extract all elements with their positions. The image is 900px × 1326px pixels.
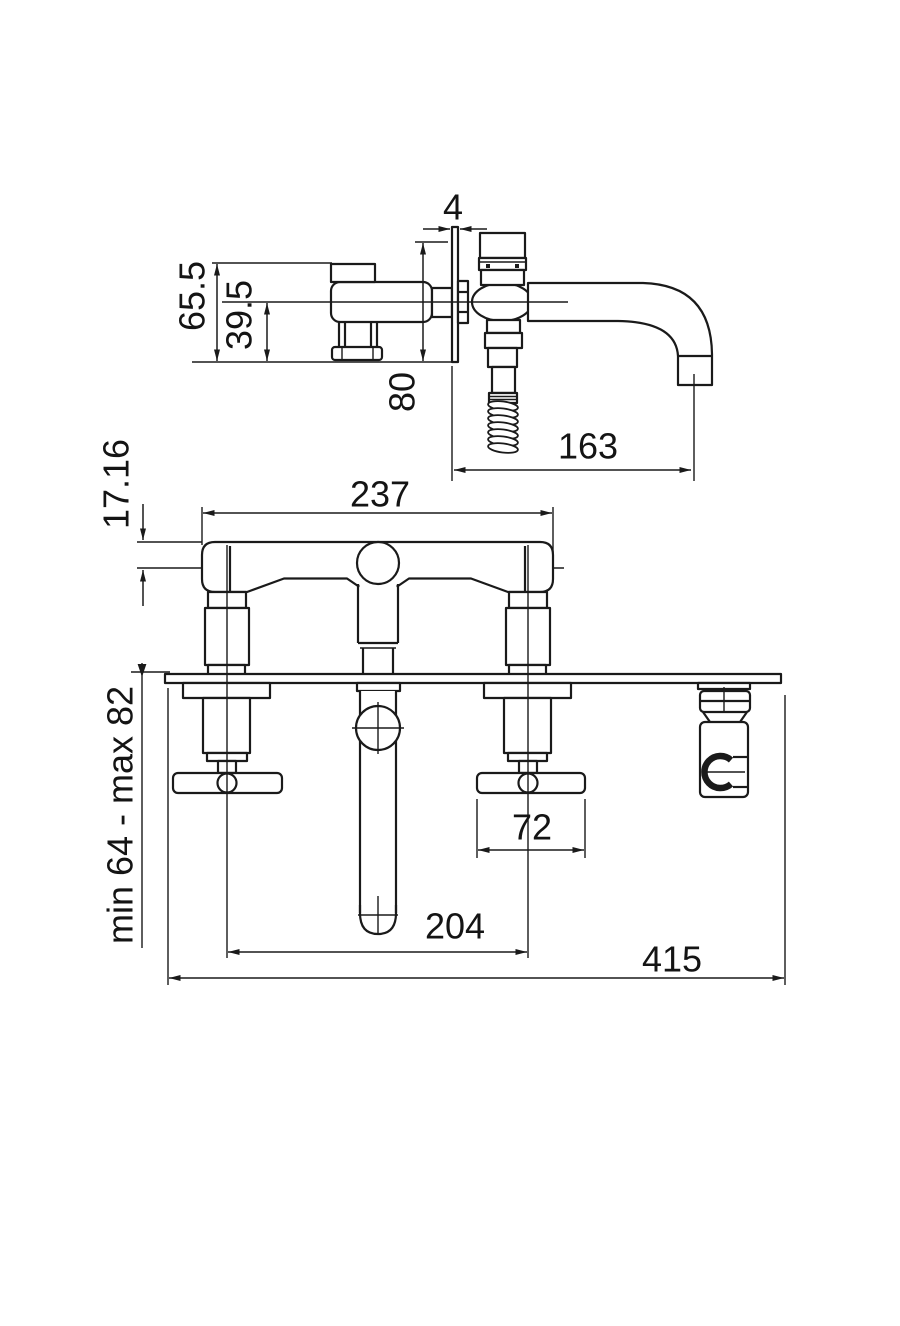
dim-body-width: 237 <box>350 474 410 515</box>
dim-overall-width: 415 <box>642 939 702 980</box>
spout-column-upper <box>356 584 400 674</box>
dim-diverter-drop: 80 <box>382 372 423 412</box>
dim-valve-spacing: 204 <box>425 906 485 947</box>
front-view: 17.16 237 min 64 - max 82 72 204 415 <box>96 439 786 985</box>
dim-body-top-height: 65.5 <box>172 261 213 331</box>
diverter-knob-side <box>477 231 528 287</box>
dim-spout-axis-height: 39.5 <box>219 280 260 350</box>
side-view: 4 65.5 39.5 80 163 <box>172 187 714 481</box>
spout-tip <box>358 905 398 936</box>
shower-hose <box>483 318 524 454</box>
diverter-knob-front <box>355 540 401 586</box>
spout-side <box>526 281 714 387</box>
dim-handle-width: 72 <box>512 807 552 848</box>
right-valve-lower <box>475 681 587 795</box>
body-foot <box>330 345 384 362</box>
body-cap <box>329 262 377 284</box>
deck-plate <box>163 672 783 685</box>
hose-coil <box>487 400 519 454</box>
spout-curve <box>526 281 714 387</box>
handshower-holder <box>696 681 752 799</box>
dim-body-top-offset: 17.16 <box>96 439 137 529</box>
dim-spout-reach: 163 <box>558 426 618 467</box>
dim-plate-thickness: 4 <box>443 187 463 228</box>
spout-column-lower <box>352 681 404 936</box>
mount-range-arrow <box>137 664 147 677</box>
dim-deck-mount-range: min 64 - max 82 <box>100 686 141 944</box>
